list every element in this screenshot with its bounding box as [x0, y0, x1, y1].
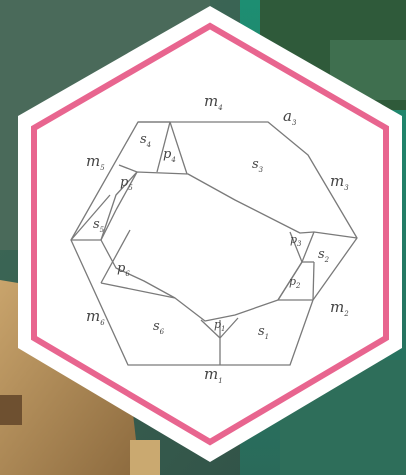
scene: m4 a3 m5 m3 m6 m2 m1 s4 p4 s3 p5 s5 p3 s…: [0, 0, 406, 475]
